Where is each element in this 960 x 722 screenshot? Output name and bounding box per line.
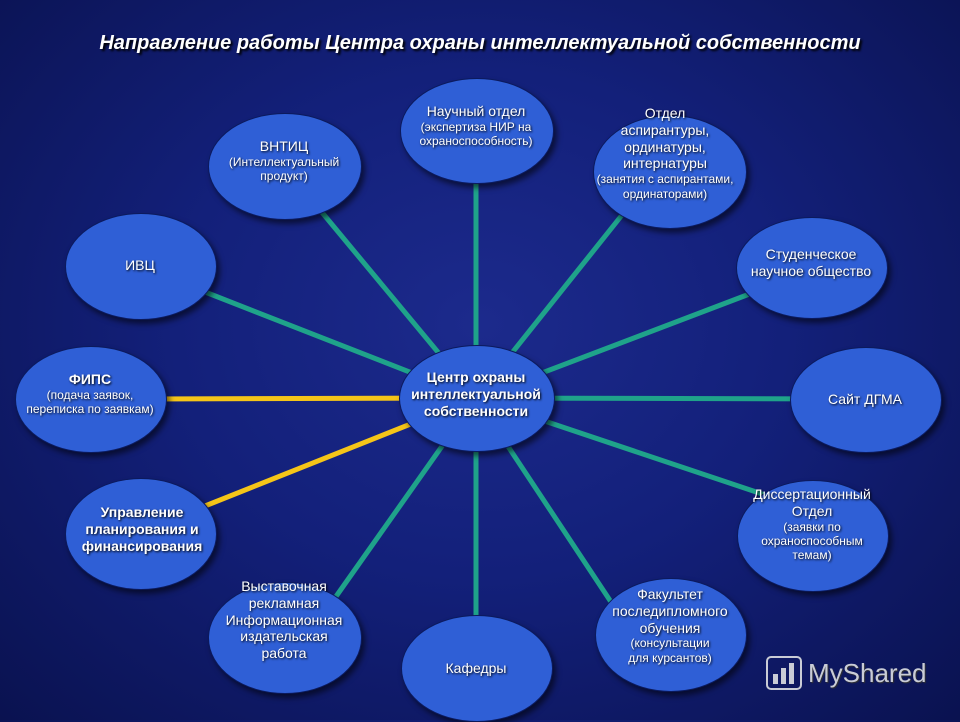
watermark: MyShared (766, 656, 927, 690)
node-fpo-title-1: Факультет (637, 586, 703, 602)
node-sno-title-1: Студенческое (765, 246, 857, 262)
node-vystavochnaya-title-5: работа (261, 645, 307, 662)
node-fpo[interactable] (595, 578, 747, 692)
node-vntic-desc-1: (Интеллектуальный (228, 154, 340, 169)
node-center-title-1: Центр охраны (426, 369, 526, 385)
node-upravlenie-title-3: финансирования (81, 537, 203, 554)
node-vystavochnaya-title-2: рекламная (248, 594, 320, 611)
node-nauchny-otdel-title: Научный отдел (426, 103, 526, 119)
node-nauchny-otdel[interactable] (400, 78, 554, 184)
watermark-text: MyShared (808, 657, 927, 688)
node-fips-title: ФИПС (68, 371, 112, 387)
node-fips-desc-2: переписка по заявкам) (26, 402, 154, 417)
node-sait[interactable] (790, 347, 942, 453)
node-kafedry[interactable] (401, 615, 553, 722)
node-aspirantura-desc-1: (занятия с аспирантами, (596, 172, 734, 187)
page-title: Направление работы Центра охраны интелле… (99, 32, 861, 54)
node-fips-desc-1: (подача заявок, (46, 387, 134, 402)
node-fpo-title-3: обучения (639, 619, 701, 636)
node-vntic-title: ВНТИЦ (259, 138, 309, 154)
node-dissert-title-2: Отдел (791, 502, 833, 519)
node-vntic-desc-2: продукт) (260, 169, 308, 184)
node-aspirantura[interactable] (593, 115, 747, 229)
node-fpo-title-2: последипломного (612, 602, 728, 619)
node-aspirantura-desc-2: ординаторами) (622, 186, 708, 201)
node-aspirantura-title-2: аспирантуры, (620, 121, 710, 138)
node-dissert-desc-1: (заявки по (783, 519, 841, 534)
node-dissert-desc-2: охраноспособным (761, 533, 863, 548)
node-fpo-desc-2: для курсантов) (628, 650, 712, 665)
node-upravlenie-title-1: Управление (100, 504, 184, 520)
node-ivc-title: ИВЦ (125, 257, 155, 273)
node-sno[interactable] (736, 217, 888, 319)
node-dissert-desc-3: темам) (792, 548, 832, 563)
node-sait-title: Сайт ДГМА (828, 391, 902, 407)
node-vystavochnaya[interactable] (208, 582, 362, 694)
node-vystavochnaya-title-1: Выставочная (241, 578, 327, 594)
node-ivc[interactable] (65, 213, 217, 320)
node-sno-title-2: научное общество (750, 262, 872, 279)
node-vystavochnaya-title-3: Информационная (225, 611, 343, 628)
node-vystavochnaya-title-4: издательская (240, 628, 328, 645)
node-center-title-2: интеллектуальной (411, 385, 541, 402)
node-dissert-title-1: Диссертационный (753, 486, 871, 502)
node-aspirantura-title-3: ординатуры, (624, 138, 706, 155)
node-aspirantura-title-1: Отдел (644, 105, 686, 121)
bar-chart-icon (766, 656, 802, 690)
node-aspirantura-title-4: интернатуры (623, 155, 707, 172)
node-center[interactable] (399, 345, 555, 452)
node-kafedry-title: Кафедры (445, 660, 507, 676)
node-nauchny-otdel-desc-2: охраноспособность) (419, 134, 533, 149)
node-upravlenie-title-2: планирования и (85, 520, 199, 537)
node-upravlenie[interactable] (65, 478, 217, 590)
node-nauchny-otdel-desc-1: (экспертиза НИР на (420, 119, 532, 134)
node-dissert[interactable] (737, 480, 889, 592)
node-fips[interactable] (15, 346, 167, 453)
node-fpo-desc-1: (консультации (630, 636, 710, 651)
node-center-title-3: собственности (423, 402, 529, 419)
node-vntic[interactable] (208, 113, 362, 220)
